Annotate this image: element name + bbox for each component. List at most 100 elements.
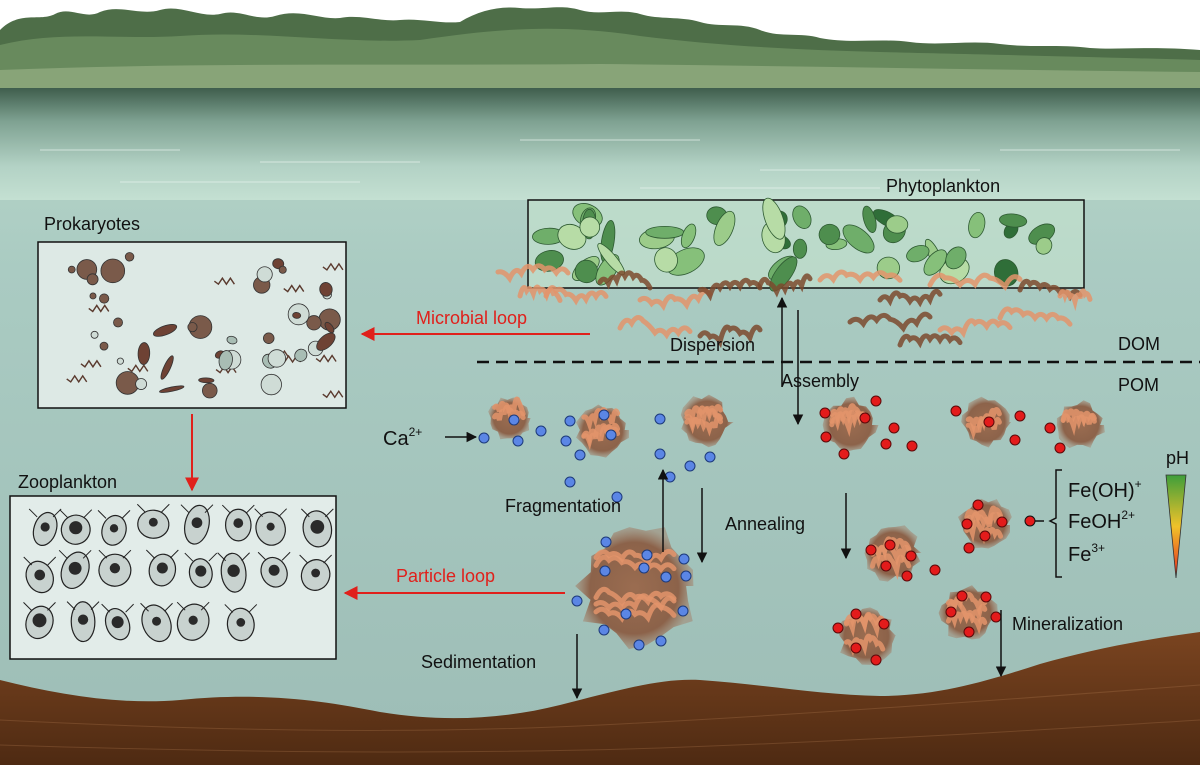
dom-label: DOM: [1118, 334, 1160, 354]
calcium-ion: [600, 536, 612, 548]
iron-ion: [1044, 422, 1056, 434]
aggregate-strand: [593, 554, 677, 574]
zooplankton-eye: [32, 613, 47, 628]
calcium-ion: [641, 549, 653, 561]
annealing-label: Annealing: [725, 514, 805, 534]
sediment-layer: [0, 632, 1200, 765]
iron-ion: [880, 560, 892, 572]
prokaryotes-label: Prokaryotes: [44, 214, 140, 234]
prokaryote-cell: [278, 265, 287, 274]
phytoplankton-cell: [818, 223, 841, 246]
aggregate-strand: [593, 602, 677, 623]
calcium-ion: [574, 449, 586, 461]
zooplankton-antenna: [180, 504, 214, 514]
zooplankton-eye: [77, 614, 89, 625]
iron-ion: [819, 407, 831, 419]
zooplankton-organism: [180, 504, 214, 545]
prokaryote-cell: [137, 342, 151, 365]
calcium-ion: [654, 448, 666, 460]
zooplankton-eye: [268, 564, 280, 576]
calcium-ion: [638, 562, 650, 574]
zooplankton-panel: [9, 495, 337, 660]
iron-species-2: FeOH2+: [1068, 508, 1135, 533]
iron-ion: [963, 542, 975, 554]
zooplankton-organism: [23, 602, 56, 640]
zooplankton-eye: [310, 519, 325, 534]
calcium-ion: [598, 409, 610, 421]
phytoplankton-cell: [769, 256, 798, 292]
iron-ion: [1054, 442, 1066, 454]
zooplankton-organism: [66, 601, 100, 643]
iron-ion: [945, 606, 957, 618]
zooplankton-organism: [217, 552, 250, 593]
dom-strand: [937, 318, 1013, 339]
aggregate-strand: [684, 405, 724, 431]
prokaryote-cell: [198, 377, 215, 384]
iron-ion: [870, 654, 882, 666]
phytoplankton-cell: [842, 224, 875, 254]
zooplankton-eye: [266, 522, 275, 531]
zooplankton-antenna: [299, 554, 332, 564]
calcium-ion: [478, 432, 490, 444]
zooplankton-eye: [233, 518, 244, 528]
zooplankton-antenna: [300, 508, 334, 518]
prokaryote-cell: [124, 252, 135, 262]
prokaryote-cell: [316, 332, 336, 351]
prokaryote-cell: [67, 265, 76, 274]
iron-ion: [980, 591, 992, 603]
phytoplankton-cell: [792, 205, 812, 229]
zooplankton-eye: [191, 517, 203, 529]
pom-label: POM: [1118, 375, 1159, 395]
prokaryote-cell: [89, 292, 97, 300]
calcium-ion: [654, 413, 666, 425]
zooplankton-eye: [195, 565, 207, 577]
prokaryote-cell: [260, 373, 282, 396]
zooplankton-antenna: [184, 552, 218, 562]
ph-gradient-wedge: [1165, 474, 1187, 579]
dom-strand: [495, 263, 571, 284]
iron-ion: [929, 564, 941, 576]
zooplankton-antenna: [98, 549, 132, 559]
zooplankton-eye: [109, 563, 121, 574]
lake-surface: [0, 88, 1200, 200]
zooplankton-organism: [184, 552, 218, 588]
prokaryote-filament: [213, 276, 235, 286]
dom-strand: [637, 288, 713, 312]
aggregate-strand: [964, 509, 1004, 531]
iron-ion: [901, 570, 913, 582]
zooplankton-antenna: [221, 504, 255, 514]
prokaryote-cell: [187, 322, 198, 333]
prokaryote-filament: [322, 389, 344, 399]
iron-ion: [983, 416, 995, 428]
phytoplankton-cell: [557, 223, 587, 250]
calcium-ion: [508, 414, 520, 426]
zooplankton-eye: [227, 564, 240, 577]
iron-species-group: Fe(OH)+ FeOH2+ Fe3+: [1024, 469, 1142, 578]
zooplankton-organism: [257, 551, 291, 588]
calcium-ion: [633, 639, 645, 651]
zooplankton-organism: [299, 554, 332, 591]
aggregate: [680, 394, 734, 448]
aggregate-strand: [1060, 408, 1097, 428]
zooplankton-antenna: [23, 556, 57, 566]
iron-ion: [961, 518, 973, 530]
calcium-ion: [512, 435, 524, 447]
phytoplankton-cell: [945, 246, 967, 270]
zooplankton-organism: [254, 508, 287, 546]
zooplankton-eye: [236, 618, 246, 627]
iron-ions: [819, 395, 1066, 666]
zooplankton-organism: [28, 508, 62, 546]
calcium-ion: [564, 415, 576, 427]
prokaryote-filament: [80, 359, 102, 369]
zooplankton-organism: [101, 603, 134, 641]
phytoplankton-cell: [680, 223, 697, 249]
zooplankton-eye: [188, 615, 198, 625]
zooplankton-eye: [156, 562, 168, 574]
phytoplankton-cell: [968, 212, 986, 239]
prokaryote-cell: [116, 357, 124, 365]
prokaryote-cell: [256, 266, 273, 283]
microbial-loop-label: Microbial loop: [416, 308, 527, 328]
assembly-label: Assembly: [781, 371, 859, 391]
prokaryote-cell: [292, 312, 302, 319]
zooplankton-organism: [300, 508, 334, 548]
